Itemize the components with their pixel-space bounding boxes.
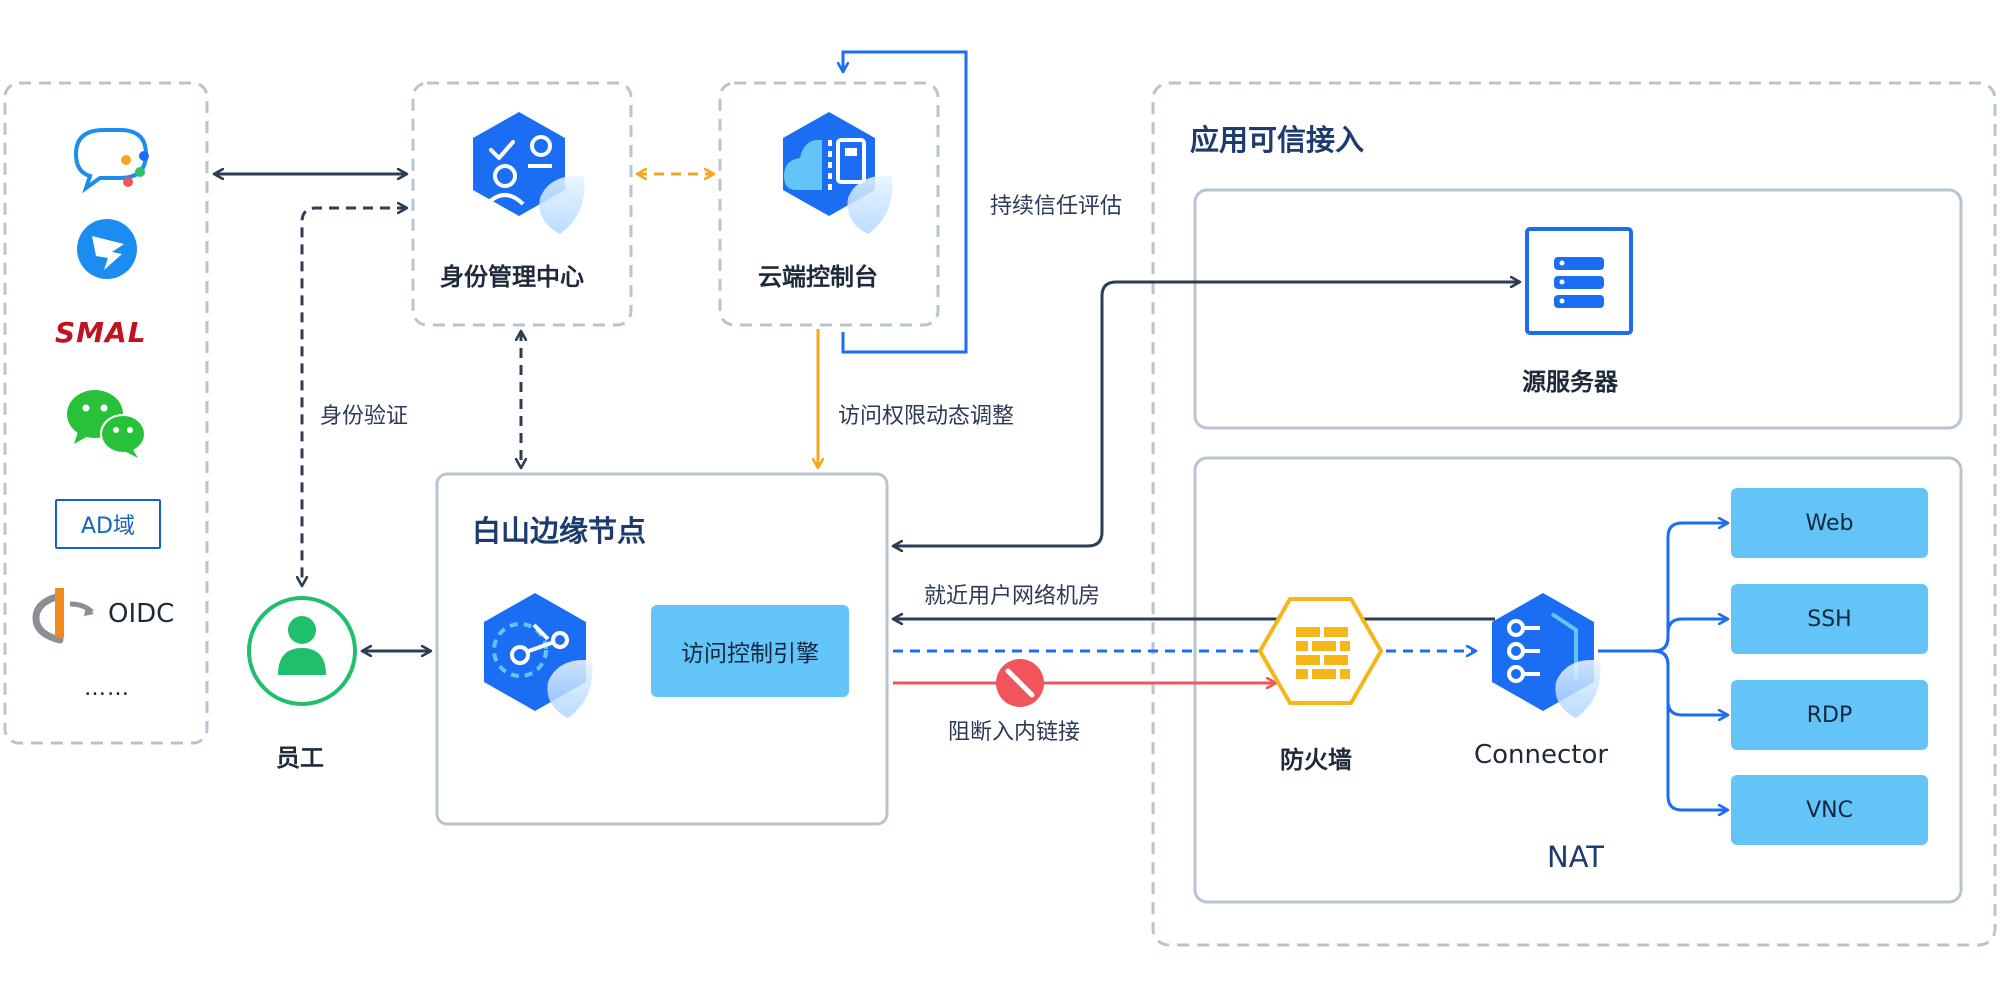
continuous-trust-label: 持续信任评估 (990, 194, 1123, 219)
dynamic-permission-label: 访问权限动态调整 (838, 404, 1015, 429)
user-icon (247, 596, 357, 706)
oidc-icon (32, 588, 94, 644)
access-control-engine: 访问控制引擎 (651, 605, 849, 697)
service-vnc: VNC (1731, 775, 1928, 845)
app-access-panel (1151, 81, 1997, 947)
service-rdp: RDP (1731, 680, 1928, 750)
cloud-console-label: 云端控制台 (758, 263, 878, 291)
identity-center-label: 身份管理中心 (440, 263, 584, 291)
ad-domain-badge: AD域 (55, 499, 161, 549)
block-inbound-label: 阻断入内链接 (948, 720, 1081, 745)
edge-node-icon (484, 593, 593, 718)
identity-center-panel (411, 81, 633, 327)
origin-server-label: 源服务器 (1522, 368, 1618, 396)
oidc-label: OIDC (108, 599, 175, 629)
cloud-console-icon (783, 112, 893, 234)
wechat-icon (67, 390, 146, 458)
server-icon (1525, 227, 1633, 335)
edge-continuous-trust-loop (843, 50, 968, 354)
nat-label: NAT (1547, 840, 1604, 874)
edge-node-title: 白山边缘节点 (472, 514, 647, 548)
chat-bubbles-icon (73, 128, 149, 194)
edge-edge-origin (893, 282, 1520, 546)
app-access-title: 应用可信接入 (1190, 123, 1365, 157)
firewall-icon (1257, 597, 1384, 705)
service-web: Web (1731, 488, 1928, 558)
firewall-label: 防火墙 (1280, 746, 1352, 774)
nearby-access-label: 就近用户网络机房 (924, 584, 1101, 609)
employee-label: 员工 (276, 744, 324, 772)
smal-logo: SMAL (55, 316, 147, 349)
idp-panel (3, 81, 209, 745)
more-idps: …… (84, 676, 130, 701)
connector-icon (1492, 593, 1601, 718)
cloud-console-panel (718, 81, 940, 327)
edge-connector-services (1598, 523, 1728, 810)
identity-icon (473, 112, 585, 234)
dingtalk-icon (77, 219, 137, 279)
edge-identity-verify (302, 208, 407, 586)
identity-verify-label: 身份验证 (320, 404, 409, 429)
service-ssh: SSH (1731, 584, 1928, 654)
connector-label: Connector (1474, 740, 1609, 770)
block-icon (996, 659, 1044, 707)
